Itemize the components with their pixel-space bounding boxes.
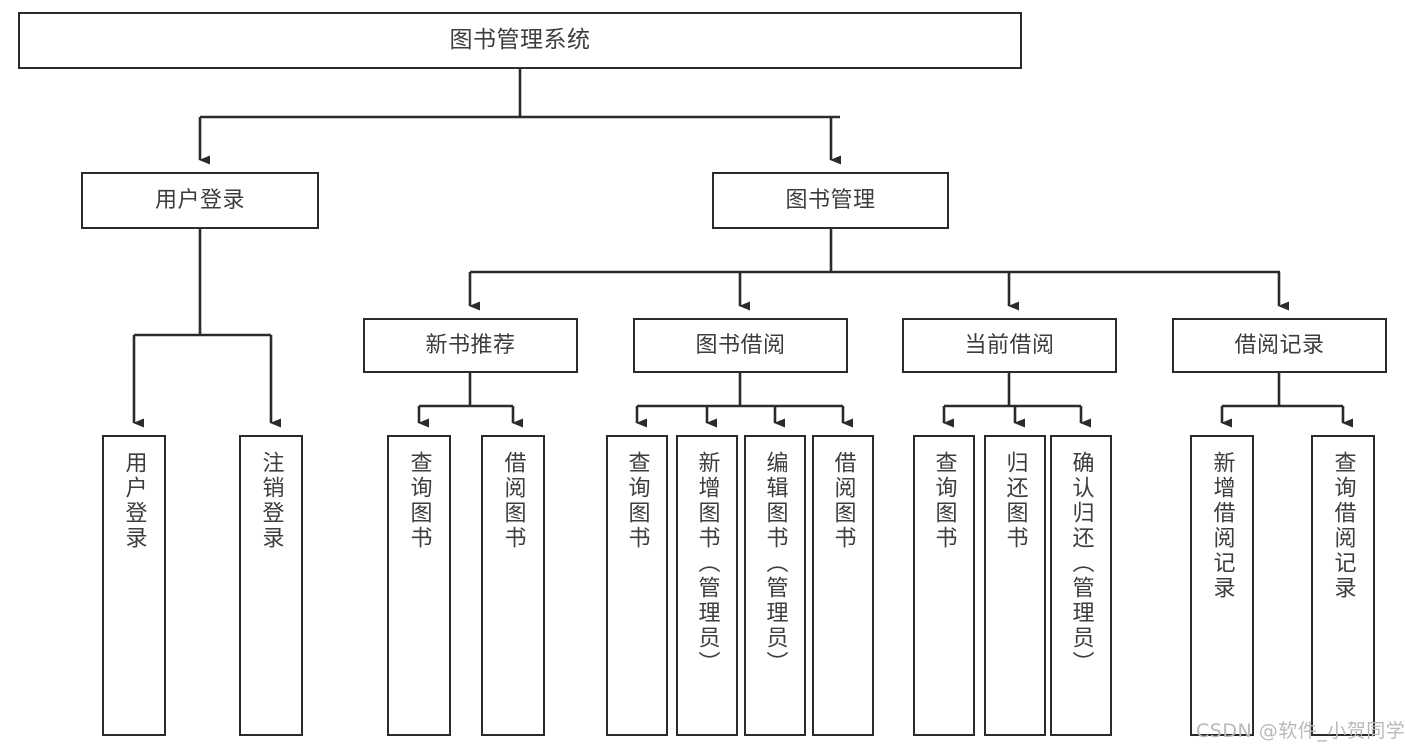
node-label: 新增图书（管理员） bbox=[694, 451, 720, 676]
edges-borrowrecord-to-leaves bbox=[1220, 373, 1353, 428]
edges-currentborrow-to-leaves bbox=[942, 373, 1091, 428]
node-label: 用户登录 bbox=[154, 187, 245, 213]
node-label: 借阅图书 bbox=[500, 451, 526, 551]
node-new-book-recommend[interactable]: 新书推荐 bbox=[363, 318, 578, 373]
leaf-return-book[interactable]: 归还图书 bbox=[984, 435, 1046, 736]
node-label: 查询借阅记录 bbox=[1330, 451, 1356, 601]
edges-booksmgmt-to-level2 bbox=[468, 229, 1289, 311]
node-label: 新增借阅记录 bbox=[1209, 451, 1235, 601]
edges-newbook-to-leaves bbox=[417, 373, 523, 428]
node-label: 新书推荐 bbox=[425, 332, 516, 358]
node-label: 当前借阅 bbox=[964, 332, 1055, 358]
node-user-login[interactable]: 用户登录 bbox=[81, 172, 319, 229]
node-label: 查询图书 bbox=[624, 451, 650, 551]
node-label: 归还图书 bbox=[1002, 451, 1028, 551]
node-label: 图书管理系统 bbox=[449, 26, 591, 53]
node-borrow-record[interactable]: 借阅记录 bbox=[1172, 318, 1387, 373]
node-label: 查询图书 bbox=[931, 451, 957, 551]
leaf-edit-book-admin[interactable]: 编辑图书（管理员） bbox=[744, 435, 806, 736]
node-label: 注销登录 bbox=[258, 451, 284, 551]
leaf-add-book-admin[interactable]: 新增图书（管理员） bbox=[676, 435, 738, 736]
node-label: 图书管理 bbox=[785, 187, 876, 213]
node-label: 编辑图书（管理员） bbox=[762, 451, 788, 676]
watermark: CSDN @软件_小贺同学 bbox=[1196, 720, 1405, 742]
edges-borrowbook-to-leaves bbox=[635, 373, 853, 428]
leaf-query-book-current[interactable]: 查询图书 bbox=[913, 435, 975, 736]
leaf-logout[interactable]: 注销登录 bbox=[239, 435, 303, 736]
edges-root-to-level1 bbox=[198, 69, 841, 165]
node-root-system[interactable]: 图书管理系统 bbox=[18, 12, 1022, 69]
node-label: 查询图书 bbox=[406, 451, 432, 551]
leaf-query-book-newbook[interactable]: 查询图书 bbox=[387, 435, 451, 736]
node-book-management[interactable]: 图书管理 bbox=[712, 172, 949, 229]
leaf-borrow-book[interactable]: 借阅图书 bbox=[812, 435, 874, 736]
leaf-query-borrow-record[interactable]: 查询借阅记录 bbox=[1311, 435, 1375, 736]
leaf-user-login[interactable]: 用户登录 bbox=[102, 435, 166, 736]
edges-userlogin-to-leaves bbox=[132, 229, 281, 428]
leaf-confirm-return-admin[interactable]: 确认归还（管理员） bbox=[1050, 435, 1112, 736]
node-label: 用户登录 bbox=[121, 451, 147, 551]
node-label: 借阅图书 bbox=[830, 451, 856, 551]
node-book-borrow[interactable]: 图书借阅 bbox=[633, 318, 848, 373]
leaf-add-borrow-record[interactable]: 新增借阅记录 bbox=[1190, 435, 1254, 736]
node-current-borrow[interactable]: 当前借阅 bbox=[902, 318, 1117, 373]
leaf-query-book-borrow[interactable]: 查询图书 bbox=[606, 435, 668, 736]
node-label: 借阅记录 bbox=[1234, 332, 1325, 358]
node-label: 确认归还（管理员） bbox=[1068, 451, 1094, 676]
leaf-borrow-book-newbook[interactable]: 借阅图书 bbox=[481, 435, 545, 736]
node-label: 图书借阅 bbox=[695, 332, 786, 358]
